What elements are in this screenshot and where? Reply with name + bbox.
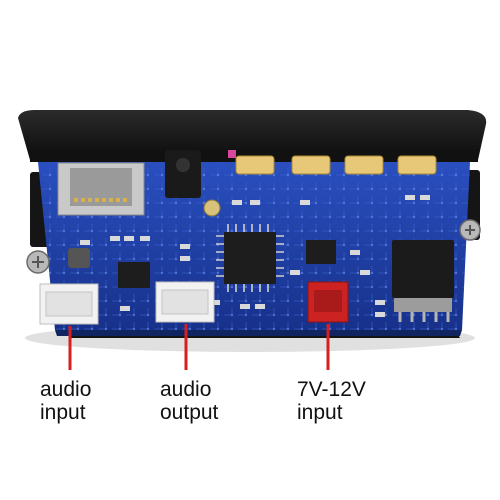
amplifier-chip [118,240,336,288]
main-processor-chip [216,224,284,292]
pointer-lines [68,324,330,370]
inductor [68,199,221,268]
label-audio-input: audio input [40,378,92,424]
label-audio-output: audio output [160,378,219,424]
headphone-jack [165,150,201,198]
smd-components [80,195,430,317]
mounting-screw-right [459,219,481,241]
sd-card-slot [57,162,145,216]
power-input-connector [307,281,349,323]
voltage-regulator [392,240,454,322]
audio-output-connector [155,281,215,323]
label-power-input: 7V-12V input [297,378,366,424]
mounting-screw-left [26,250,50,274]
tactile-buttons [228,150,437,175]
audio-input-connector [39,283,99,325]
